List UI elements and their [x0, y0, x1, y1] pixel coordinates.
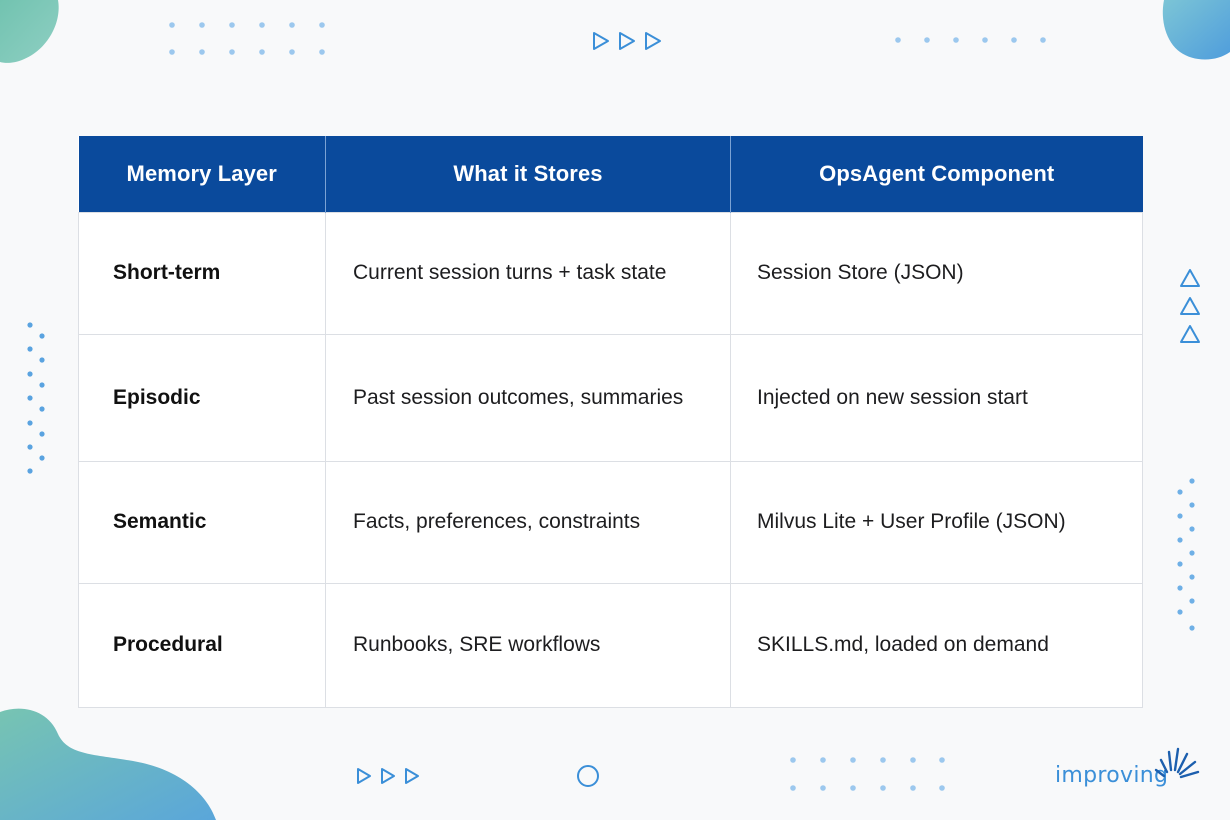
cell-what-it-stores: Runbooks, SRE workflows — [325, 582, 731, 708]
header-memory-layer: Memory Layer — [78, 136, 326, 212]
table-row: Short-term Current session turns + task … — [78, 211, 1143, 335]
cell-opsagent-component: SKILLS.md, loaded on demand — [730, 582, 1143, 708]
play-triangle-icon — [593, 32, 661, 50]
header-opsagent-component: OpsAgent Component — [730, 136, 1143, 212]
dot-grid-right — [1177, 478, 1195, 631]
cell-what-it-stores: Current session turns + task state — [325, 211, 731, 335]
table-row: Semantic Facts, preferences, constraints… — [78, 460, 1143, 584]
cell-what-it-stores: Past session outcomes, summaries — [325, 333, 731, 462]
cell-memory-layer: Procedural — [78, 582, 326, 708]
starburst-icon — [1154, 747, 1200, 779]
cell-opsagent-component: Milvus Lite + User Profile (JSON) — [730, 460, 1143, 584]
logo-wordmark: improving — [1055, 763, 1169, 788]
dot-grid-top-right — [895, 37, 1046, 43]
cell-what-it-stores: Facts, preferences, constraints — [325, 460, 731, 584]
improving-logo: improving — [1054, 746, 1204, 796]
dot-grid-left — [27, 322, 45, 474]
top-left-blob — [0, 0, 59, 63]
cell-memory-layer: Semantic — [78, 460, 326, 584]
table-row: Episodic Past session outcomes, summarie… — [78, 333, 1143, 462]
dot-grid-top-left — [169, 22, 325, 55]
table-row: Procedural Runbooks, SRE workflows SKILL… — [78, 582, 1143, 708]
bottom-left-blob — [0, 708, 216, 820]
cell-opsagent-component: Injected on new session start — [730, 333, 1143, 462]
memory-layer-table: Memory Layer What it Stores OpsAgent Com… — [78, 136, 1143, 708]
play-triangle-icon-bottom — [357, 768, 419, 784]
top-right-blob — [1162, 0, 1230, 60]
header-what-it-stores: What it Stores — [325, 136, 731, 212]
cell-memory-layer: Short-term — [78, 211, 326, 335]
up-triangle-icon — [1180, 269, 1200, 343]
cell-memory-layer: Episodic — [78, 333, 326, 462]
circle-outline-icon — [577, 765, 599, 787]
dot-grid-bottom — [790, 757, 945, 791]
table-header-row: Memory Layer What it Stores OpsAgent Com… — [78, 136, 1143, 212]
cell-opsagent-component: Session Store (JSON) — [730, 211, 1143, 335]
